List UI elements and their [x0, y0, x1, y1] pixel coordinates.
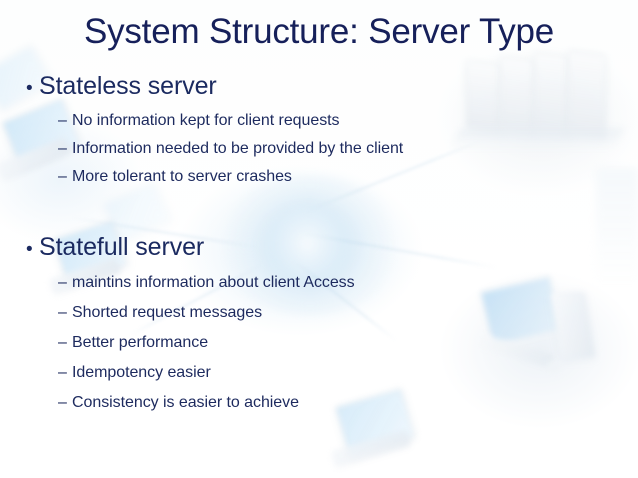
- sub-bullet-item: – More tolerant to server crashes: [0, 163, 638, 191]
- sub-bullet-item: – Idempotency easier: [0, 358, 638, 388]
- sub-bullet-item: – maintins information about client Acce…: [0, 268, 638, 298]
- sub-bullet-item: – Better performance: [0, 328, 638, 358]
- slide-body: • Stateless server – No information kept…: [0, 70, 638, 418]
- dash-marker-icon: –: [58, 168, 67, 185]
- sub-bullet-label: Better performance: [72, 334, 209, 351]
- dash-marker-icon: –: [58, 274, 67, 291]
- sub-bullet-label: Idempotency easier: [72, 364, 211, 381]
- sub-bullet-group-statefull: – maintins information about client Acce…: [0, 268, 638, 418]
- sub-bullet-item: – Information needed to be provided by t…: [0, 135, 638, 163]
- section-spacer: [0, 191, 638, 231]
- bullet-label: Stateless server: [39, 72, 217, 100]
- dash-marker-icon: –: [58, 364, 67, 381]
- sub-bullet-label: No information kept for client requests: [72, 112, 340, 129]
- dash-marker-icon: –: [58, 304, 67, 321]
- slide-title: System Structure: Server Type: [83, 12, 555, 51]
- dash-marker-icon: –: [58, 334, 67, 351]
- sub-bullet-item: – Shorted request messages: [0, 298, 638, 328]
- sub-bullet-label: More tolerant to server crashes: [72, 168, 292, 185]
- sub-bullet-label: Shorted request messages: [72, 304, 263, 321]
- sub-bullet-item: – No information kept for client request…: [0, 107, 638, 135]
- bullet-label: Statefull server: [39, 233, 205, 261]
- dash-marker-icon: –: [58, 112, 67, 129]
- bullet-marker-icon: •: [26, 239, 33, 260]
- sub-bullet-group-stateless: – No information kept for client request…: [0, 107, 638, 191]
- dash-marker-icon: –: [58, 140, 67, 157]
- bullet-stateless-server: • Stateless server: [0, 70, 638, 105]
- bullet-marker-icon: •: [26, 78, 33, 99]
- bullet-statefull-server: • Statefull server: [0, 231, 638, 266]
- sub-bullet-label: maintins information about client Access: [72, 274, 355, 291]
- sub-bullet-label: Consistency is easier to achieve: [72, 394, 299, 411]
- sub-bullet-item: – Consistency is easier to achieve: [0, 388, 638, 418]
- sub-bullet-label: Information needed to be provided by the…: [72, 140, 404, 157]
- dash-marker-icon: –: [58, 394, 67, 411]
